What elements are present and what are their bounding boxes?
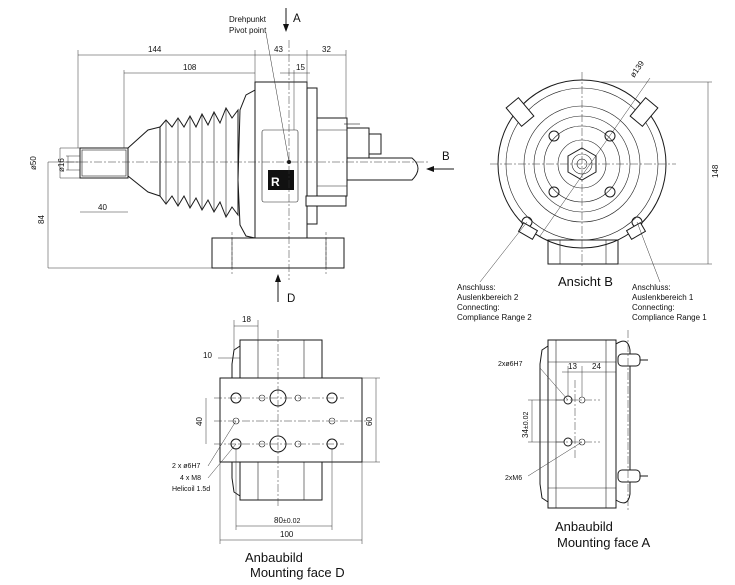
pivot-label-de: Drehpunkt xyxy=(229,15,267,24)
dim-100: 100 xyxy=(280,530,294,539)
logo-badge xyxy=(268,170,294,190)
dim-40: 40 xyxy=(98,203,107,212)
left-callout-3: Connecting: xyxy=(457,303,500,312)
clamp-rail xyxy=(615,340,631,504)
dim-34: 34±0.02 xyxy=(521,412,530,438)
arrow-d-label: D xyxy=(287,293,295,305)
face-d-title-de: Anbaubild xyxy=(245,550,303,565)
dim-24: 24 xyxy=(592,362,601,371)
arrow-a-label: A xyxy=(293,13,301,25)
right-callout-3: Connecting: xyxy=(632,303,675,312)
dim-144: 144 xyxy=(148,45,162,54)
right-callout-4: Compliance Range 1 xyxy=(632,313,707,322)
dim-60: 60 xyxy=(365,417,374,426)
face-d-plate xyxy=(219,377,363,463)
face-a-pin-note: 2xø6H7 xyxy=(498,361,523,368)
view-b-title: Ansicht B xyxy=(558,274,613,289)
face-a-title-de: Anbaubild xyxy=(555,519,613,534)
dim-10: 10 xyxy=(203,351,212,360)
left-callout-1: Anschluss: xyxy=(457,283,496,292)
face-d-helicoil-note: Helicoil 1.5d xyxy=(172,486,210,493)
dim-32: 32 xyxy=(322,45,331,54)
dim-80: 80±0.02 xyxy=(274,516,300,525)
bellows xyxy=(159,106,239,219)
side-view: R xyxy=(29,8,454,305)
face-a-title-en: Mounting face A xyxy=(557,535,651,550)
right-callout-1: Anschluss: xyxy=(632,283,671,292)
face-a-thread-note: 2xM6 xyxy=(505,475,522,482)
svg-text:R: R xyxy=(271,175,280,189)
mounting-face-d: 18 10 40 60 80±0.02 100 2 x ø6H7 4 x M8 … xyxy=(172,315,380,580)
mounting-face-a: 13 24 34±0.02 2xø6H7 2xM6 Anbaubild Moun… xyxy=(498,330,651,550)
dim-84: 84 xyxy=(37,215,46,224)
arrow-b-label: B xyxy=(442,151,450,163)
dim-d50: ø50 xyxy=(29,156,38,170)
output-shaft xyxy=(79,147,129,179)
right-callout-2: Auslenkbereich 1 xyxy=(632,293,694,302)
view-b: ø139 148 Ansicht B Anschluss: Auslenkber… xyxy=(457,59,720,322)
pneumatic-fitting xyxy=(346,127,370,161)
pivot-label-en: Pivot point xyxy=(229,26,267,35)
dim-43: 43 xyxy=(274,45,283,54)
left-callout-4: Compliance Range 2 xyxy=(457,313,532,322)
face-d-pin-note: 2 x ø6H7 xyxy=(172,463,201,470)
main-housing xyxy=(254,81,308,239)
right-connector xyxy=(316,117,348,197)
base-plate xyxy=(211,237,345,269)
dim-148: 148 xyxy=(711,164,720,178)
dim-d16: ø16 xyxy=(57,158,66,172)
face-d-title-en: Mounting face D xyxy=(250,565,345,580)
dim-108: 108 xyxy=(183,63,197,72)
dim-13: 13 xyxy=(568,362,577,371)
dim-40-face-d: 40 xyxy=(195,417,204,426)
dim-15: 15 xyxy=(296,63,305,72)
dim-d139: ø139 xyxy=(628,59,646,80)
dim-18: 18 xyxy=(242,315,251,324)
left-callout-2: Auslenkbereich 2 xyxy=(457,293,519,302)
face-d-thread-note: 4 x M8 xyxy=(180,475,201,482)
input-shaft xyxy=(346,157,419,181)
